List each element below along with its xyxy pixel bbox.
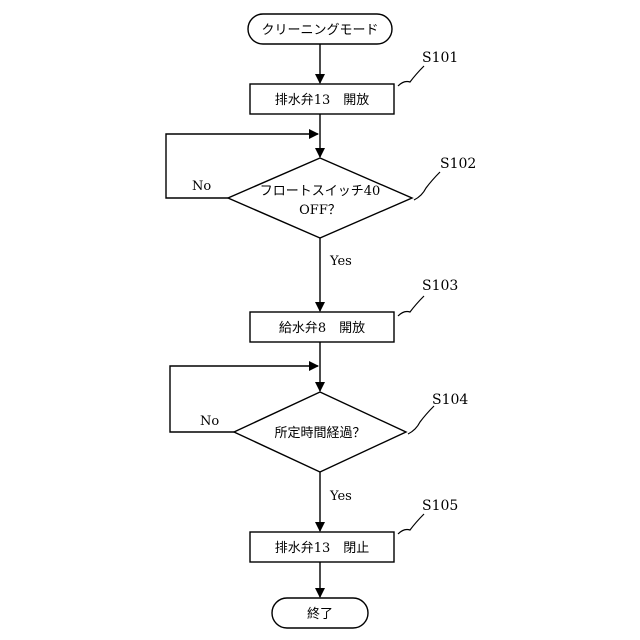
step-id-s103: S103 [422, 278, 458, 294]
end-label: 終了 [307, 606, 333, 622]
s104-no-label: No [200, 414, 219, 429]
decision-s102: フロートスイッチ40 OFF？ [228, 158, 412, 238]
process-s101: 排水弁13 開放 [250, 84, 394, 114]
leader-s101 [398, 66, 424, 86]
s102-no-label: No [192, 179, 211, 194]
decision-s102-line2: OFF？ [299, 203, 341, 218]
leader-s104 [408, 406, 434, 434]
step-id-s105: S105 [422, 498, 458, 514]
start-label: クリーニングモード [261, 23, 378, 38]
process-s101-label: 排水弁13 開放 [275, 93, 370, 108]
decision-s102-line1: フロートスイッチ40 [260, 184, 381, 199]
step-id-s104: S104 [432, 392, 468, 408]
process-s103: 給水弁8 開放 [250, 312, 394, 342]
leader-s103 [398, 296, 424, 316]
end-terminal: 終了 [272, 598, 368, 628]
process-s103-label: 給水弁8 開放 [279, 321, 365, 336]
leader-s105 [398, 514, 424, 534]
decision-s104: 所定時間経過？ [234, 392, 406, 472]
step-id-s102: S102 [440, 156, 476, 172]
process-s105: 排水弁13 閉止 [250, 532, 394, 562]
process-s105-label: 排水弁13 閉止 [275, 541, 370, 556]
leader-s102 [414, 172, 440, 200]
s102-yes-label: Yes [329, 254, 352, 269]
decision-s104-label: 所定時間経過？ [274, 426, 365, 441]
s104-yes-label: Yes [329, 489, 352, 504]
start-terminal: クリーニングモード [248, 14, 392, 44]
step-id-s101: S101 [422, 50, 458, 66]
